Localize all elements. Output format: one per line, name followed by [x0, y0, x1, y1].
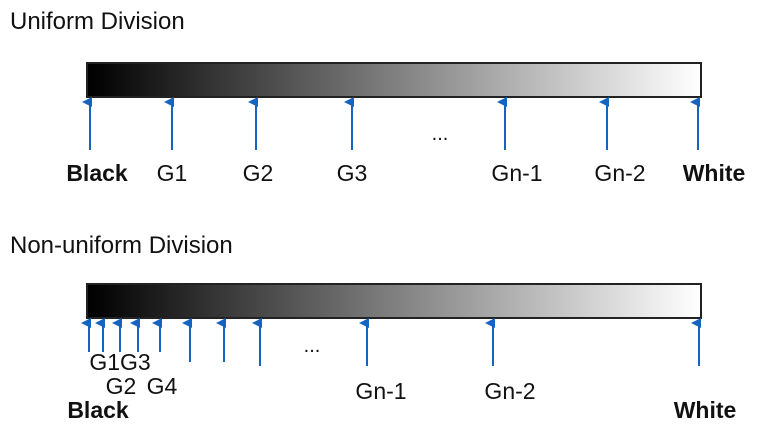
uniform-label-gn-1: Gn-1	[491, 160, 543, 186]
nonuniform-label-gn-2: Gn-2	[484, 378, 536, 404]
nonuniform-gradient-bar	[86, 283, 702, 319]
nonuniform-label-gn-1: Gn-1	[355, 378, 407, 404]
uniform-label-g1: G1	[156, 160, 188, 186]
uniform-label-gn-2: Gn-2	[594, 160, 646, 186]
uniform-label-g3: G3	[336, 160, 368, 186]
uniform-label-white: White	[682, 160, 746, 186]
uniform-label-g2: G2	[242, 160, 274, 186]
nonuniform-label-g1g3: G1G3	[89, 349, 151, 375]
nonuniform-division-title: Non-uniform Division	[10, 232, 233, 259]
nonuniform-ellipsis: ...	[303, 335, 321, 357]
uniform-gradient-bar	[86, 62, 702, 98]
nonuniform-label-g4: G4	[146, 373, 178, 399]
nonuniform-label-g2: G2	[105, 373, 137, 399]
uniform-division-title: Uniform Division	[10, 8, 185, 35]
nonuniform-label-white: White	[673, 397, 737, 423]
uniform-ellipsis: ...	[431, 123, 449, 145]
nonuniform-label-black: Black	[67, 397, 129, 423]
uniform-label-black: Black	[66, 160, 128, 186]
